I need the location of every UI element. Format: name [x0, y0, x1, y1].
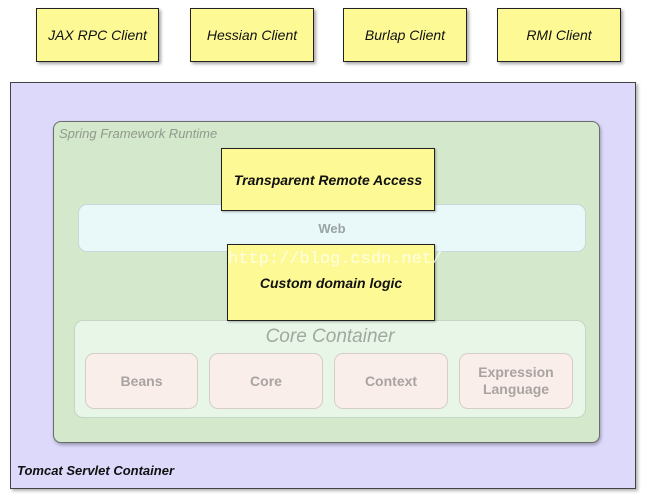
client-hessian: Hessian Client — [190, 8, 314, 62]
core-container-label: Core Container — [265, 326, 395, 347]
spring-runtime-label: Spring Framework Runtime — [59, 126, 218, 141]
transparent-remote-access: Transparent Remote Access — [221, 148, 435, 211]
tomcat-container-label: Tomcat Servlet Container — [17, 463, 175, 478]
custom-domain-logic: Custom domain logic — [227, 244, 435, 321]
module-core: Core — [209, 353, 323, 409]
client-jax-rpc: JAX RPC Client — [36, 8, 159, 62]
module-context: Context — [334, 353, 448, 409]
client-burlap: Burlap Client — [343, 8, 467, 62]
client-rmi: RMI Client — [497, 8, 621, 62]
module-expression-language: Expression Language — [459, 353, 573, 409]
module-beans: Beans — [85, 353, 198, 409]
